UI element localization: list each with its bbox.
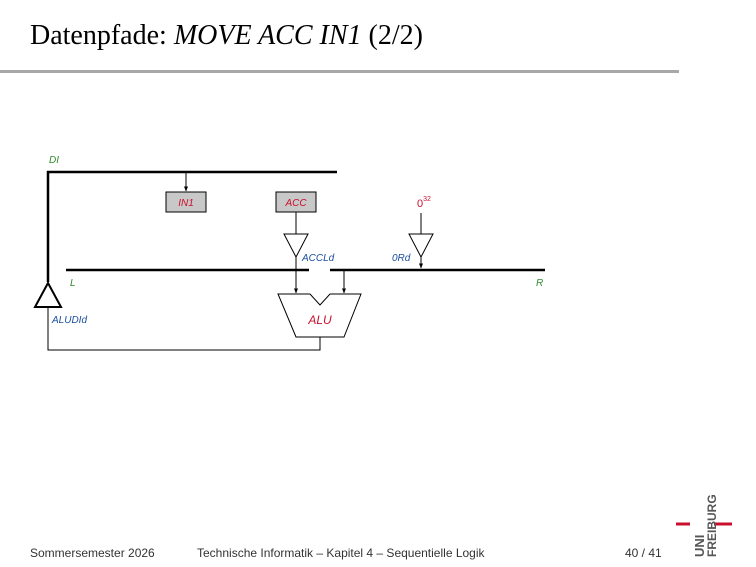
di-bus-label: DI [49,155,59,166]
logo-freiburg-text: FREIBURG [705,494,719,557]
title-italic: MOVE ACC IN1 [173,20,362,51]
alu-label: ALU [307,313,332,327]
title-prefix: Datenpfade: [30,20,174,51]
aludld-tristate-driver [33,280,63,308]
acc-register-label: ACC [284,198,307,209]
title-divider [0,70,679,73]
logo-uni-text: UNI [692,535,707,557]
zero-tristate-driver [408,233,434,259]
title-suffix: (2/2) [361,20,423,51]
const-zero-label: 032 [417,196,431,210]
in1-register [165,191,207,213]
acc-tristate-driver [283,233,309,259]
in1-register-label: IN1 [178,198,194,209]
const-zero-base: 0 [417,198,423,210]
accld-control-label: ACCLd [301,253,335,264]
footer-course: Technische Informatik – Kapitel 4 – Sequ… [197,546,485,560]
r-bus-label: R [536,278,543,289]
aludld-control-label: ALUDId [51,315,87,326]
alu-feedback-wire [47,307,321,351]
const-zero-exponent: 32 [423,196,431,203]
0rd-control-label: 0Rd [392,253,411,264]
footer-semester: Sommersemester 2026 [30,546,155,560]
slide-title: Datenpfade: MOVE ACC IN1 (2/2) [30,20,423,52]
footer-page-number: 40 / 41 [625,546,662,560]
l-bus-label: L [70,278,76,289]
university-logo: UNI FREIBURG [676,494,732,557]
alu-block [277,293,362,338]
